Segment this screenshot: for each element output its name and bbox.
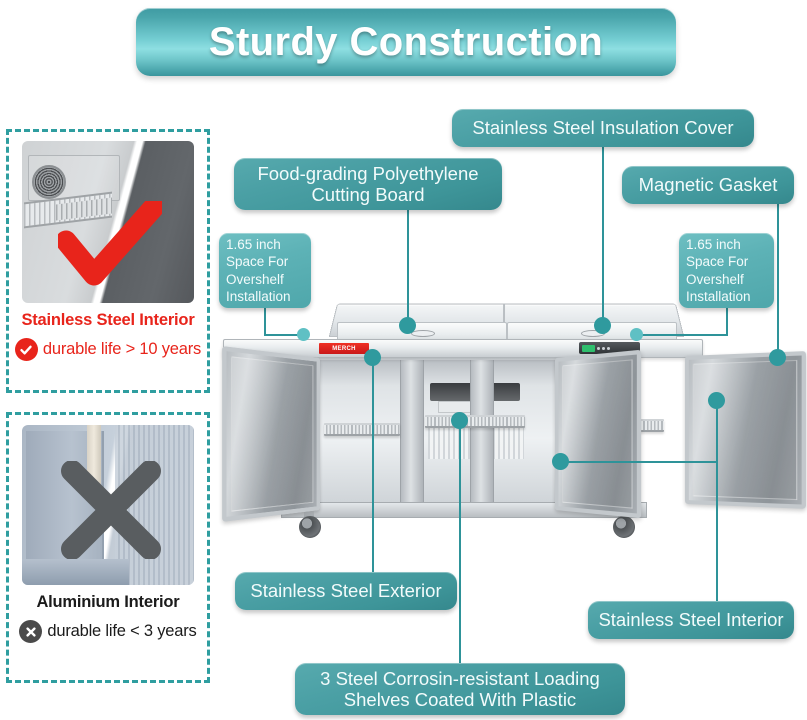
stainless-durability-row: durable life > 10 years <box>14 338 202 361</box>
cabinet-divider-2 <box>470 360 494 503</box>
pipe-shape <box>87 425 102 496</box>
aluminium-caption: Aluminium Interior <box>36 593 180 611</box>
connector-interior-h <box>560 461 718 463</box>
connector-overshelf-right-h <box>636 334 728 336</box>
connector-dot-insulation <box>594 317 611 334</box>
comparison-panel-aluminium: Aluminium Interior durable life < 3 year… <box>6 412 210 683</box>
callout-overshelf-right: 1.65 inch Space For Overshelf Installati… <box>679 233 774 308</box>
aluminium-interior-photo <box>22 425 194 585</box>
comparison-panel-stainless: Stainless Steel Interior durable life > … <box>6 129 210 393</box>
connector-shelves <box>459 420 461 663</box>
callout-cutting-board: Food-grading Polyethylene Cutting Board <box>234 158 502 210</box>
floor-shape <box>22 559 129 585</box>
aluminium-durability-text: durable life < 3 years <box>47 622 197 640</box>
temperature-display <box>582 344 595 352</box>
door-middle-open <box>555 349 642 519</box>
connector-dot-exterior <box>364 349 381 366</box>
cabinet-divider-1 <box>400 360 424 503</box>
wire-shelf-3 <box>634 419 664 432</box>
connector-interior-v <box>716 400 718 601</box>
callout-overshelf-right-text: 1.65 inch Space For Overshelf Installati… <box>686 236 751 304</box>
callout-insulation-cover-text: Stainless Steel Insulation Cover <box>472 117 734 139</box>
stainless-worktop: MERCH <box>223 339 703 358</box>
check-circle-icon <box>14 338 38 361</box>
photo-background <box>22 141 194 303</box>
photo-background <box>22 425 194 585</box>
aluminium-durability-row: durable life < 3 years <box>19 620 197 643</box>
cross-circle-icon <box>19 620 43 643</box>
page-title-banner: Sturdy Construction <box>136 8 676 76</box>
caster-wheel-left <box>299 510 321 538</box>
callout-overshelf-left-text: 1.65 inch Space For Overshelf Installati… <box>226 236 291 304</box>
callout-magnetic-gasket: Magnetic Gasket <box>622 166 794 204</box>
led-indicator-3 <box>607 346 610 350</box>
page-title: Sturdy Construction <box>208 19 604 64</box>
connector-dot-interior-branch <box>552 453 569 470</box>
callout-stainless-interior-text: Stainless Steel Interior <box>598 609 784 631</box>
connector-overshelf-left-v <box>264 308 266 336</box>
wire-shelf-2 <box>425 415 525 428</box>
callout-loading-shelves: 3 Steel Corrosin-resistant Loading Shelv… <box>295 663 625 715</box>
callout-stainless-exterior: Stainless Steel Exterior <box>235 572 457 610</box>
connector-exterior <box>372 357 374 572</box>
connector-dot-shelves <box>451 412 468 429</box>
callout-overshelf-left: 1.65 inch Space For Overshelf Installati… <box>219 233 311 308</box>
wire-shelf-1 <box>324 423 400 436</box>
connector-dot-overshelf-left <box>297 328 310 341</box>
brand-logo-badge: MERCH <box>319 343 369 354</box>
door-left-open <box>222 346 320 522</box>
door-right-open <box>685 351 806 509</box>
connector-dot-cutting-board <box>399 317 416 334</box>
led-indicator-1 <box>597 346 600 350</box>
stainless-caption: Stainless Steel Interior <box>21 311 195 329</box>
connector-dot-gasket <box>769 349 786 366</box>
callout-loading-shelves-text: 3 Steel Corrosin-resistant Loading Shelv… <box>320 667 600 710</box>
callout-stainless-interior: Stainless Steel Interior <box>588 601 794 639</box>
connector-cutting-board <box>407 210 409 325</box>
connector-dot-overshelf-right <box>630 328 643 341</box>
callout-magnetic-gasket-text: Magnetic Gasket <box>638 174 778 196</box>
callout-cutting-board-text: Food-grading Polyethylene Cutting Board <box>257 162 479 205</box>
connector-insulation <box>602 147 604 325</box>
connector-overshelf-right-v <box>726 308 728 336</box>
connector-overshelf-left-h <box>264 334 302 336</box>
connector-gasket <box>777 204 779 357</box>
product-image-refrigerator: MERCH <box>215 300 806 550</box>
callout-stainless-exterior-text: Stainless Steel Exterior <box>250 580 442 602</box>
stainless-interior-photo <box>22 141 194 303</box>
connector-dot-interior <box>708 392 725 409</box>
fan-icon <box>32 165 66 199</box>
led-indicator-2 <box>602 346 605 350</box>
stainless-durability-text: durable life > 10 years <box>42 340 202 358</box>
callout-insulation-cover: Stainless Steel Insulation Cover <box>452 109 754 147</box>
